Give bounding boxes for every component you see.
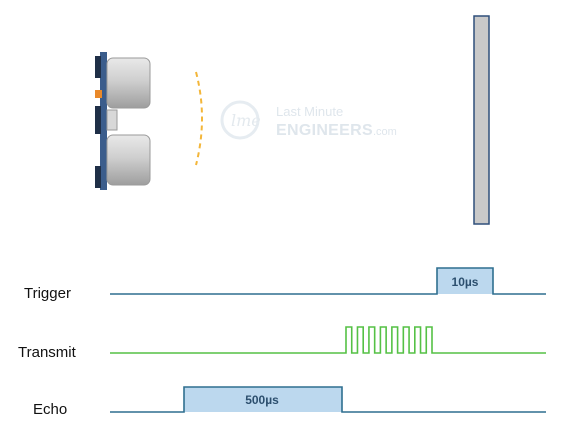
transmit-burst-signal [110,326,546,354]
lme-logo-icon: lme [220,100,261,140]
sound-wave-arc-icon [195,71,203,166]
watermark-brand: ENGINEERS [276,122,373,139]
svg-text:lme: lme [231,111,261,130]
sensor-chip [106,109,118,131]
trigger-pulse-label: 10µs [452,275,479,289]
sensor-crystal [95,90,102,98]
transmit-label: Transmit [18,344,77,361]
echo-pulse-label: 500µs [245,393,279,407]
watermark-line2: ENGINEERS.com [276,122,397,139]
obstacle-wall-icon [473,15,490,225]
echo-signal-line [110,386,546,413]
transmit-row: Transmit [18,326,546,361]
echo-row: Echo 500µs [33,386,546,418]
trigger-pulse-fill [437,268,493,294]
sensor-connector-bottom [95,166,101,188]
sensor-board [100,52,107,190]
trigger-label: Trigger [24,285,71,302]
echo-pulse-fill [184,387,342,412]
transducer-top [106,57,151,109]
watermark-line1: Last Minute [276,104,343,119]
watermark-suffix: .com [373,126,397,138]
watermark: lme Last Minute ENGINEERS.com [220,100,397,140]
sensor-connector-mid [95,106,101,134]
trigger-row: Trigger 10µs [24,267,546,302]
transducer-bottom [106,134,151,186]
sensor-connector-top [95,56,101,78]
echo-label: Echo [33,401,67,418]
ultrasonic-sensor-icon [95,52,151,190]
trigger-signal-line [110,267,546,295]
